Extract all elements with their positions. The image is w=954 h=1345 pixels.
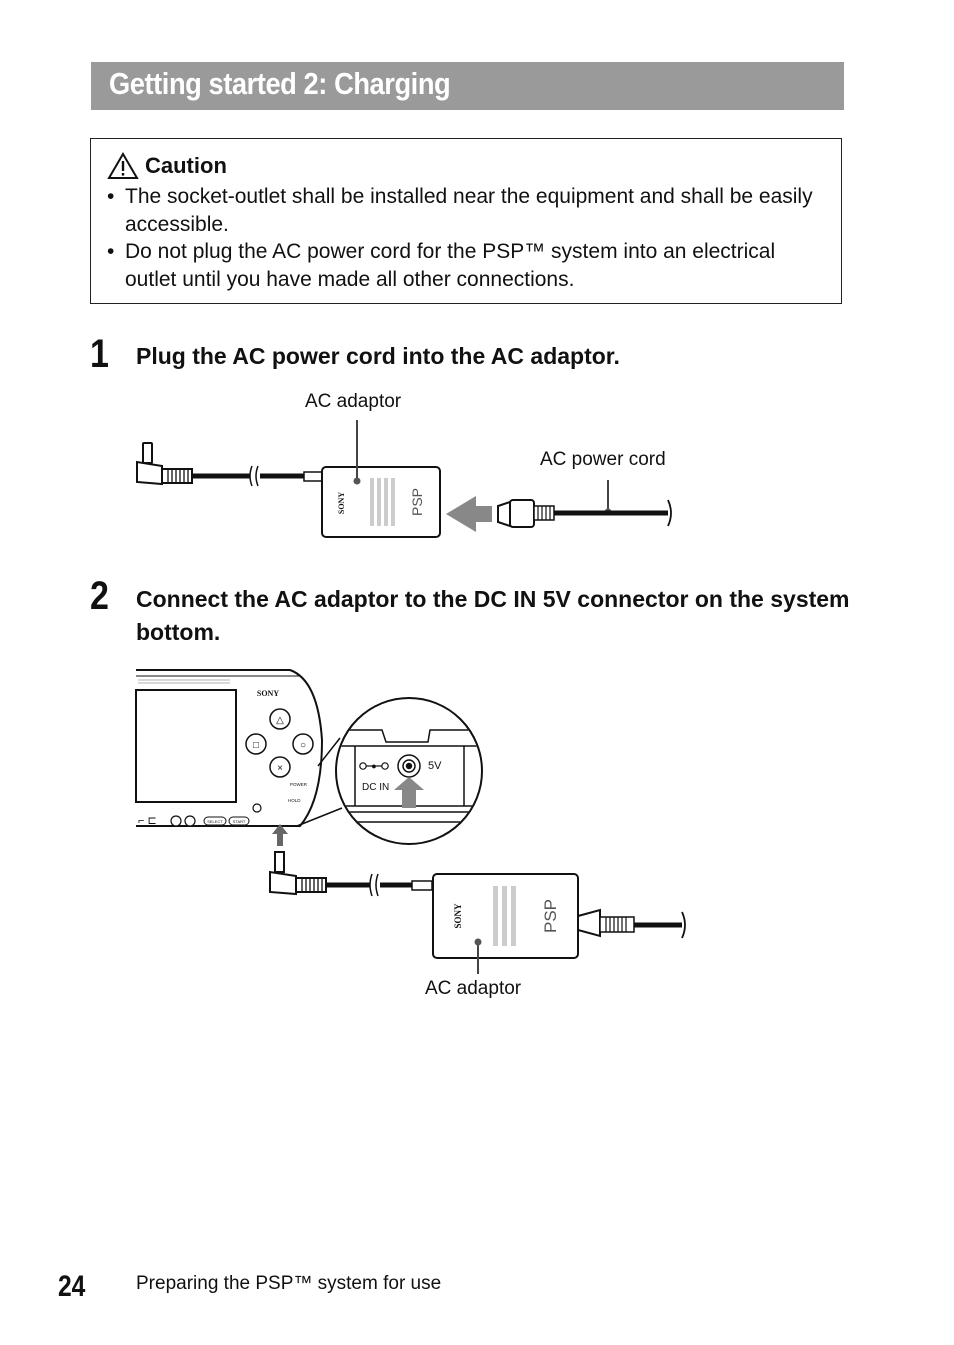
caution-item: The socket-outlet shall be installed nea… (105, 183, 825, 238)
caution-box: Caution The socket-outlet shall be insta… (90, 138, 842, 304)
fig1-cord-label: AC power cord (540, 449, 666, 470)
caution-heading: Caution (107, 151, 227, 181)
step-2-text: Connect the AC adaptor to the DC IN 5V c… (136, 586, 850, 645)
dc-plug (136, 442, 193, 486)
page-number: 24 (58, 1270, 86, 1303)
caution-list: The socket-outlet shall be installed nea… (105, 183, 825, 293)
step-1-text: Plug the AC power cord into the AC adapt… (136, 343, 620, 369)
step-2-number: 2 (90, 574, 109, 618)
svg-text:PSP: PSP (541, 899, 560, 933)
device-brand: SONY (257, 689, 279, 698)
caution-item: Do not plug the AC power cord for the PS… (105, 238, 825, 293)
fig1-adaptor-brand: SONY (337, 492, 346, 514)
connector-dc-in: DC IN (362, 782, 389, 793)
svg-text:START: START (233, 819, 246, 824)
warning-icon (107, 152, 139, 179)
fig2-adaptor-brand: SONY (453, 903, 463, 929)
svg-text:⌐ ⊏: ⌐ ⊏ (138, 815, 157, 827)
svg-text:PSP: PSP (409, 488, 425, 516)
svg-text:○: ○ (300, 740, 306, 751)
connector-5v: 5V (428, 760, 442, 772)
svg-text:△: △ (276, 715, 284, 726)
svg-text:●: ● (371, 761, 376, 771)
footer-section: Preparing the PSP™ system for use (136, 1273, 442, 1294)
page-title-bar: Getting started 2: Charging (91, 62, 844, 110)
step-1-number: 1 (90, 332, 109, 376)
svg-text:HOLD: HOLD (288, 798, 301, 803)
fig2-adaptor-label: AC adaptor (425, 978, 522, 999)
svg-text:SELECT: SELECT (207, 819, 223, 824)
svg-text:□: □ (253, 740, 259, 751)
page-title: Getting started 2: Charging (109, 66, 451, 101)
fig1-adaptor-label: AC adaptor (305, 391, 402, 412)
caution-title: Caution (145, 153, 227, 178)
svg-text:POWER: POWER (290, 782, 308, 787)
svg-text:×: × (277, 763, 283, 774)
